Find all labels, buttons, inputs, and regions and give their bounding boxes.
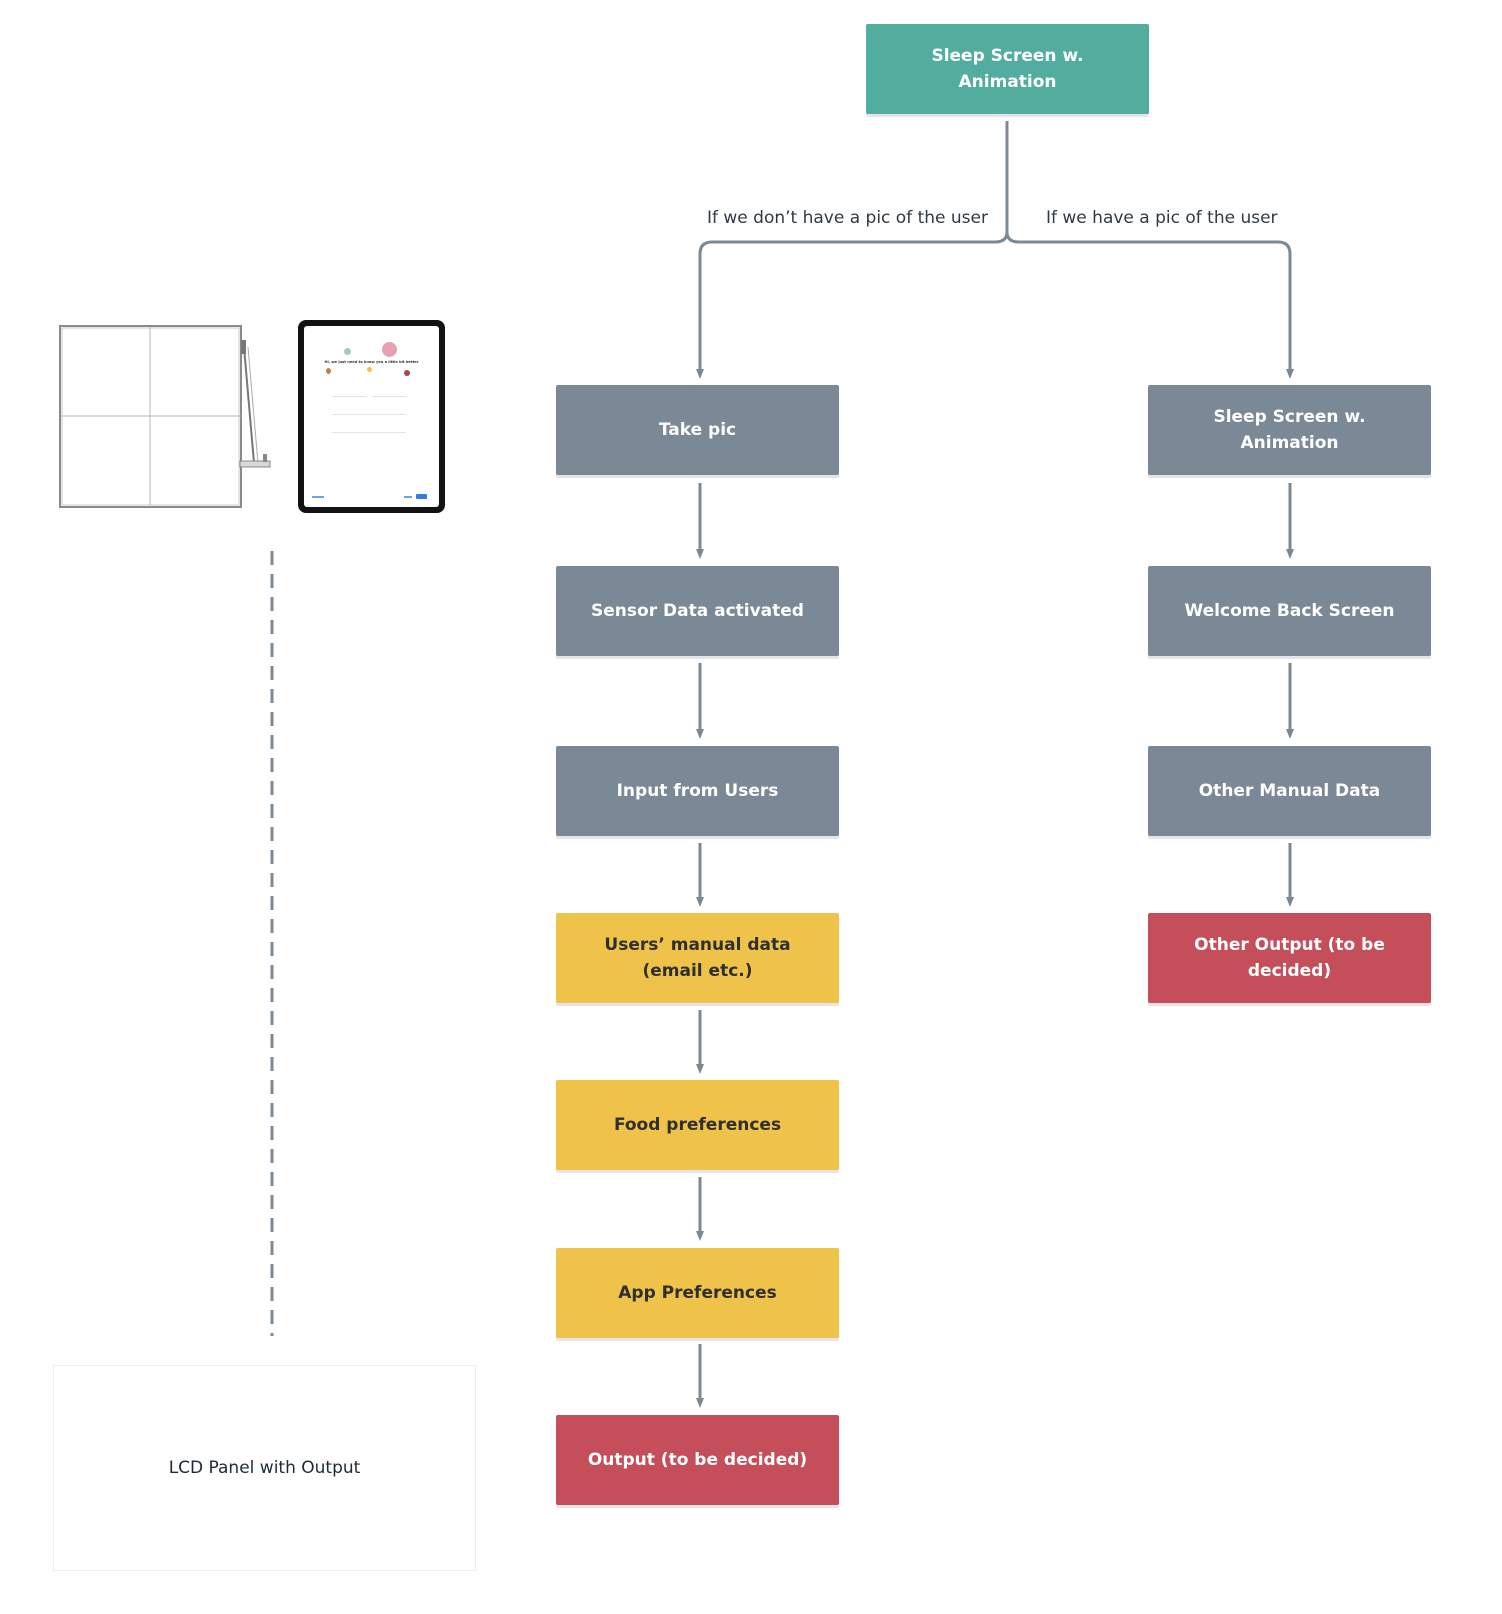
avatar xyxy=(344,348,351,355)
whiteboard-panel-icon xyxy=(59,325,271,508)
cancel-link[interactable] xyxy=(404,496,412,498)
avatar xyxy=(367,367,372,372)
node-label: Sleep Screen w. Animation xyxy=(1213,407,1366,453)
node-sleep-screen[interactable]: Sleep Screen w. Animation xyxy=(1148,385,1431,475)
node-label: Sensor Data activated xyxy=(591,601,804,621)
node-label: Take pic xyxy=(658,420,737,440)
node-label: Output (to be decided) xyxy=(587,1450,808,1470)
form-field[interactable] xyxy=(372,392,406,397)
avatar xyxy=(382,342,397,357)
next-button[interactable] xyxy=(416,494,427,499)
node-label: Users’ manual data (email etc.) xyxy=(604,935,791,981)
tablet-screen: Hi, we just need to know you a little bi… xyxy=(304,326,439,507)
branch-connector xyxy=(1005,121,1294,379)
node-label: Other Manual Data xyxy=(1198,781,1381,801)
node-label: App Preferences xyxy=(618,1283,777,1303)
node-label: Input from Users xyxy=(616,781,779,801)
branch-connector xyxy=(696,121,1009,379)
node-other-output[interactable]: Other Output (to be decided) xyxy=(1148,913,1431,1003)
node-label: Food preferences xyxy=(613,1115,782,1135)
start-node[interactable]: Sleep Screen w. Animation xyxy=(866,24,1149,114)
form-field[interactable] xyxy=(332,428,406,433)
tablet-heading: Hi, we just need to know you a little bi… xyxy=(324,360,419,364)
avatar xyxy=(404,370,410,376)
node-other-manual-data[interactable]: Other Manual Data xyxy=(1148,746,1431,836)
node-food-preferences[interactable]: Food preferences xyxy=(556,1080,839,1170)
node-app-preferences[interactable]: App Preferences xyxy=(556,1248,839,1338)
lcd-panel[interactable]: LCD Panel with Output xyxy=(53,1365,476,1571)
form-field[interactable] xyxy=(332,410,406,415)
avatar xyxy=(326,368,331,374)
node-input-from-users[interactable]: Input from Users xyxy=(556,746,839,836)
tablet-device: Hi, we just need to know you a little bi… xyxy=(298,320,445,513)
branch-label-left: If we don’t have a pic of the user xyxy=(707,207,988,229)
branch-label-right: If we have a pic of the user xyxy=(1046,207,1278,229)
node-sensor-data[interactable]: Sensor Data activated xyxy=(556,566,839,656)
lcd-panel-label: LCD Panel with Output xyxy=(168,1458,361,1478)
node-users-manual-data[interactable]: Users’ manual data (email etc.) xyxy=(556,913,839,1003)
skip-link[interactable] xyxy=(312,496,324,498)
form-field[interactable] xyxy=(332,392,366,397)
node-label: Other Output (to be decided) xyxy=(1194,935,1385,981)
node-label: Welcome Back Screen xyxy=(1184,601,1395,621)
node-label: Sleep Screen w. Animation xyxy=(931,46,1084,92)
node-take-pic[interactable]: Take pic xyxy=(556,385,839,475)
node-output[interactable]: Output (to be decided) xyxy=(556,1415,839,1505)
node-welcome-back[interactable]: Welcome Back Screen xyxy=(1148,566,1431,656)
